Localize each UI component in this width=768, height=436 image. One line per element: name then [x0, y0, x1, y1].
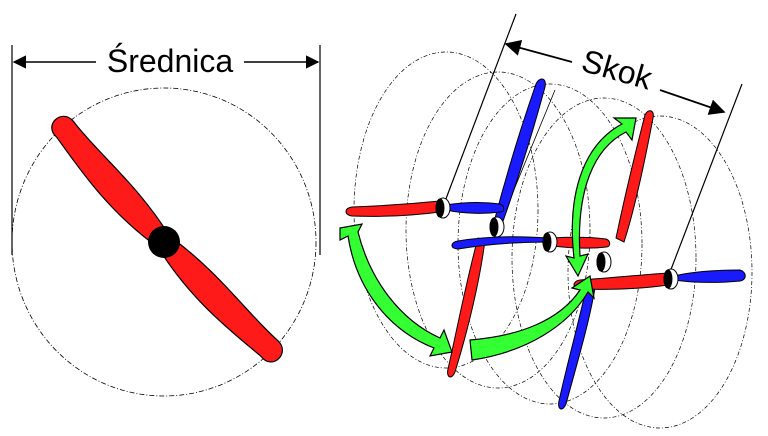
blue-blade-horizontal-right	[673, 269, 746, 283]
rotation-arrows	[339, 117, 637, 361]
front-blade-upper	[51, 115, 171, 249]
blue-blade-upper-left	[493, 78, 546, 225]
pitch-guide-line-right	[669, 83, 743, 273]
pitch-dimension-arrow-left	[504, 40, 573, 63]
blue-blade-lower-right	[558, 279, 597, 410]
green-arrow-lower-left	[339, 223, 453, 357]
blue-blade-horizontal-middle	[451, 236, 549, 250]
red-blade-diagonal-upper	[615, 110, 654, 243]
hub-5-shadow	[663, 269, 673, 289]
blue-blade-horizontal-top	[445, 202, 505, 214]
rotation-plane-4	[511, 97, 697, 419]
rotation-plane-5	[567, 115, 753, 429]
hub-4-shadow	[596, 252, 606, 272]
red-blade-diagonal-lower	[447, 237, 486, 378]
pitch-label: Skok	[578, 42, 657, 96]
hub-3-shadow	[542, 232, 552, 252]
propeller-disc-circle	[11, 87, 317, 397]
green-arrow-upper-right	[564, 117, 637, 278]
pitch-panel: Skok	[339, 13, 753, 429]
green-arrow-lower-middle	[469, 274, 595, 361]
front-view-propeller	[51, 115, 283, 363]
red-blade-horizontal-right	[573, 272, 669, 290]
front-blade-lower	[157, 235, 283, 363]
red-blade-horizontal-top	[345, 200, 441, 217]
front-hub	[148, 226, 180, 258]
red-blade-horizontal-middle	[551, 236, 611, 249]
pitch-dimension-arrow-right	[659, 89, 726, 115]
hub-2-shadow	[489, 217, 499, 237]
hub-1-shadow	[435, 198, 445, 218]
rotation-plane-2	[405, 71, 591, 389]
pitch-guide-line-left	[443, 13, 517, 205]
hubs	[435, 197, 679, 290]
diameter-panel: Średnica	[11, 43, 321, 397]
diameter-label: Średnica	[107, 43, 234, 79]
